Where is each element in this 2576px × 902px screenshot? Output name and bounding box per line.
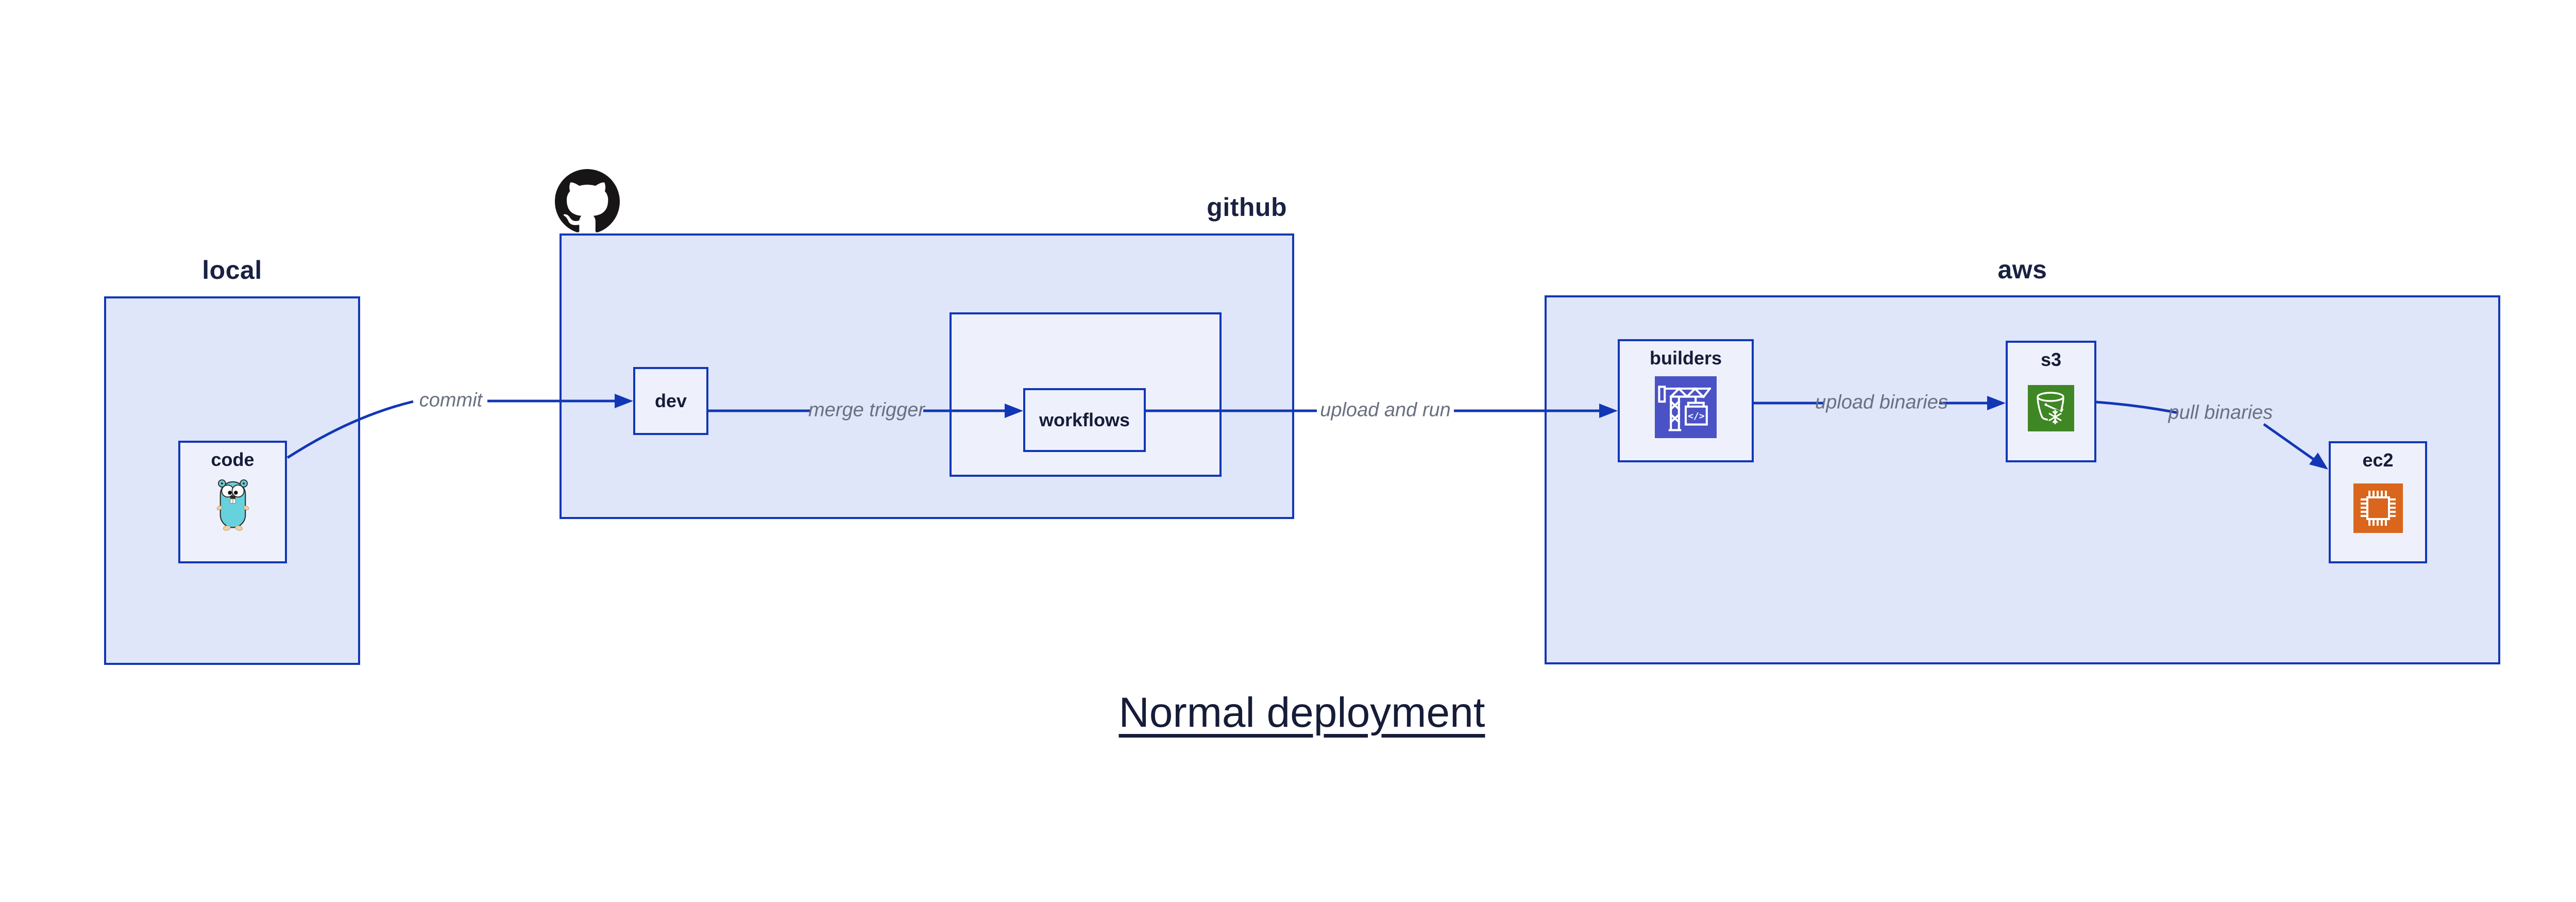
- bucket-snowflake-icon: [2028, 385, 2074, 431]
- crane-icon: </>: [1655, 376, 1717, 438]
- node-code-label: code: [211, 449, 255, 470]
- edge-commit-curve: [286, 400, 414, 459]
- edge-label-commit: commit: [419, 389, 483, 411]
- node-dev-label: dev: [654, 390, 687, 411]
- edge-label-pull-binaries: pull binaries: [2168, 402, 2273, 424]
- cpu-chip-icon: [2353, 483, 2403, 533]
- arrowhead-upload-binaries: [1987, 396, 2006, 410]
- node-builders: builders </>: [1618, 339, 1754, 462]
- node-dev: dev: [633, 367, 708, 435]
- node-s3: s3: [2006, 341, 2096, 462]
- node-ec2-label: ec2: [2362, 449, 2394, 471]
- zone-label-aws: aws: [1997, 255, 2047, 284]
- arrowhead-merge-trigger: [1005, 404, 1023, 418]
- edge-label-upload-and-run: upload and run: [1320, 399, 1451, 421]
- node-workflows: workflows: [1023, 388, 1146, 452]
- arrowhead-commit: [615, 394, 633, 408]
- node-ec2: ec2: [2329, 441, 2427, 563]
- diagram-title: Normal deployment: [1118, 689, 1485, 736]
- github-octocat-icon: [555, 169, 620, 232]
- octocat-mark: [555, 169, 620, 232]
- edge-label-merge-trigger: merge trigger: [808, 399, 925, 421]
- arrowhead-upload-and-run: [1599, 404, 1618, 418]
- node-s3-label: s3: [2040, 349, 2062, 370]
- node-builders-label: builders: [1649, 347, 1722, 369]
- node-workflows-label: workflows: [1039, 409, 1130, 430]
- arrowhead-pull-binaries: [2309, 453, 2328, 470]
- go-gopher-icon: [216, 479, 249, 531]
- zone-label-github: github: [1207, 193, 1287, 222]
- zone-label-local: local: [202, 256, 262, 285]
- node-code: code: [178, 441, 287, 563]
- edge-label-upload-binaries: upload binaries: [1815, 391, 1948, 413]
- edge-pull-binaries-curve: [2096, 400, 2179, 414]
- edge-pull-binaries-line: [2263, 423, 2315, 461]
- code-brackets-glyph: </>: [1688, 411, 1705, 422]
